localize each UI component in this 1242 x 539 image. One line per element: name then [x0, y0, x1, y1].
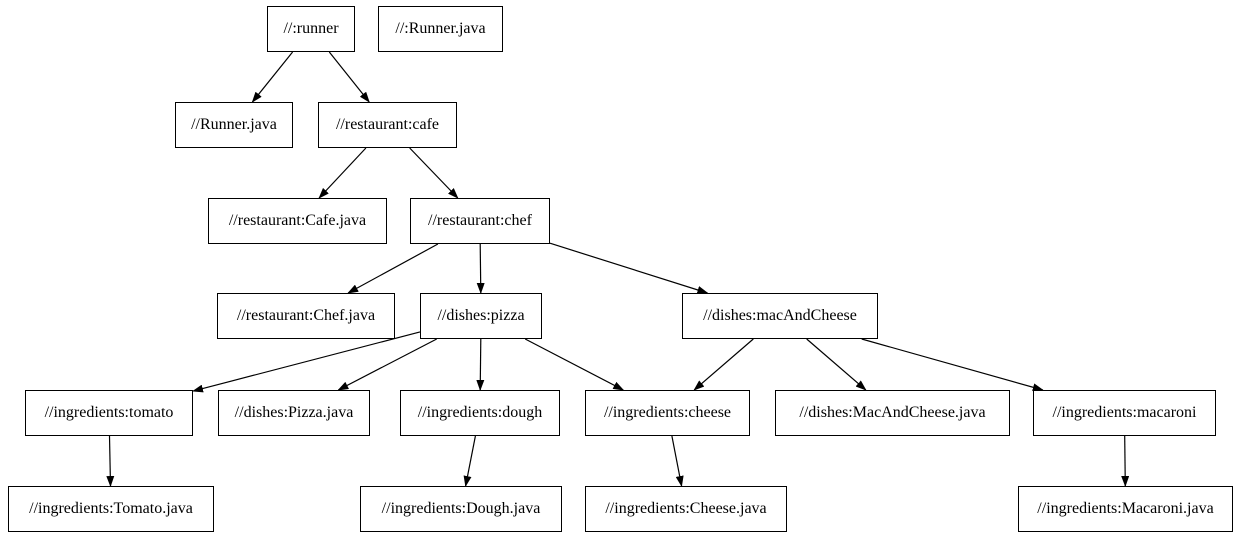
graph-node-chef: //restaurant:chef [410, 198, 550, 244]
graph-edge-pizza-to-cheese [524, 338, 625, 391]
graph-node-macaroni: //ingredients:macaroni [1033, 390, 1216, 436]
graph-edge-mac-and-cheese-to-mac-and-cheese-java [806, 338, 867, 391]
graph-node-label: //dishes:pizza [437, 307, 525, 324]
graph-node-label: //ingredients:tomato [44, 404, 174, 421]
graph-edge-runner-to-cafe [328, 51, 370, 103]
graph-node-label: //ingredients:Dough.java [381, 500, 541, 517]
graph-edge-pizza-to-tomato [192, 331, 421, 393]
edges-group [106, 51, 1130, 487]
graph-edge-cafe-to-chef [409, 147, 459, 199]
graph-edge-runner-to-runner-java [251, 51, 294, 103]
graph-node-label: //restaurant:chef [428, 212, 532, 229]
graph-node-pizza: //dishes:pizza [420, 293, 542, 339]
graph-edge-mac-and-cheese-to-macaroni [861, 338, 1044, 392]
graph-node-cafe-java: //restaurant:Cafe.java [208, 198, 387, 244]
graph-node-mac-and-cheese-java: //dishes:MacAndCheese.java [775, 390, 1010, 436]
graph-node-label: //dishes:MacAndCheese.java [799, 404, 986, 421]
graph-node-cafe: //restaurant:cafe [318, 102, 457, 148]
graph-node-label: //ingredients:macaroni [1052, 404, 1197, 421]
graph-node-label: //dishes:macAndCheese [703, 307, 857, 324]
graph-node-cheese-java: //ingredients:Cheese.java [585, 486, 787, 532]
graph-node-label: //restaurant:Cafe.java [228, 212, 367, 229]
graph-node-pizza-java: //dishes:Pizza.java [218, 390, 370, 436]
graph-edge-chef-to-mac-and-cheese [549, 242, 709, 294]
graph-node-label: //ingredients:dough [417, 404, 543, 421]
graph-node-label: //:Runner.java [395, 20, 486, 37]
graph-node-mac-and-cheese: //dishes:macAndCheese [682, 293, 878, 339]
graph-edge-tomato-to-tomato-java [106, 435, 115, 487]
graph-edge-pizza-to-pizza-java [337, 338, 437, 391]
graph-edge-pizza-to-dough [476, 338, 485, 391]
graph-edge-chef-to-chef-java [347, 243, 439, 294]
graph-node-runner-java-file: //:Runner.java [378, 6, 503, 52]
graph-edge-cafe-to-cafe-java [318, 147, 367, 199]
graph-node-dough-java: //ingredients:Dough.java [360, 486, 562, 532]
graph-node-label: //:runner [283, 20, 339, 37]
graph-edge-chef-to-pizza [476, 243, 485, 294]
graph-node-cheese: //ingredients:cheese [585, 390, 750, 436]
graph-node-tomato: //ingredients:tomato [25, 390, 193, 436]
graph-node-chef-java: //restaurant:Chef.java [217, 293, 395, 339]
graph-edge-cheese-to-cheese-java [671, 435, 684, 487]
graph-node-label: //ingredients:cheese [603, 404, 732, 421]
graph-node-label: //ingredients:Macaroni.java [1037, 500, 1214, 517]
graph-node-macaroni-java: //ingredients:Macaroni.java [1018, 486, 1233, 532]
graph-node-label: //ingredients:Tomato.java [29, 500, 193, 517]
graph-node-runner: //:runner [267, 6, 355, 52]
graph-node-label: //ingredients:Cheese.java [605, 500, 767, 517]
graph-node-tomato-java: //ingredients:Tomato.java [8, 486, 214, 532]
graph-node-label: //Runner.java [191, 116, 277, 133]
graph-node-label: //restaurant:Chef.java [236, 307, 376, 324]
graph-node-dough: //ingredients:dough [400, 390, 560, 436]
graph-node-runner-java: //Runner.java [175, 102, 293, 148]
graph-node-label: //dishes:Pizza.java [234, 404, 354, 421]
graph-edge-mac-and-cheese-to-cheese [693, 338, 754, 391]
graph-edge-macaroni-to-macaroni-java [1121, 435, 1130, 487]
graph-node-label: //restaurant:cafe [335, 116, 440, 133]
graph-edge-dough-to-dough-java [463, 435, 476, 487]
